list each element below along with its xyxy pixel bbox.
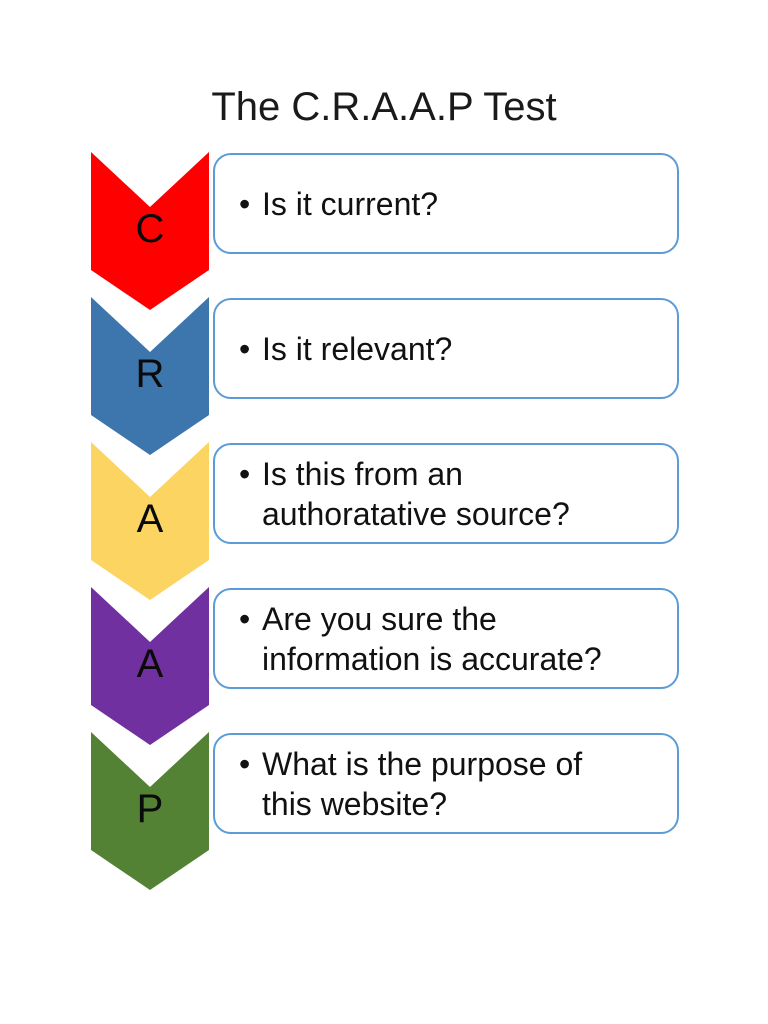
chevron-arrow-c: C	[91, 152, 209, 310]
question-line-1: What is the purpose of	[262, 745, 583, 782]
question-line-2: authoratative source?	[262, 495, 570, 532]
bullet-dot: •	[239, 185, 251, 222]
arrow-letter: P	[136, 786, 164, 831]
question-content: • Is it current?	[215, 184, 444, 224]
chevron-polygon	[91, 297, 209, 455]
question-line-1: Are you sure the	[262, 600, 497, 637]
question-content: • Is it relevant?	[215, 329, 458, 369]
chevron-shape	[91, 587, 209, 745]
question-text: Is it relevant?	[262, 329, 452, 369]
page-title: The C.R.A.A.P Test	[211, 85, 557, 129]
chevron-shape	[91, 732, 209, 890]
arrow-letter: A	[136, 641, 164, 686]
question-line-2: information is accurate?	[262, 640, 602, 677]
chevron-arrow-r: R	[91, 297, 209, 455]
chevron-arrow-a2: A	[91, 587, 209, 745]
question-box-current: • Is it current?	[213, 153, 679, 254]
chevron-polygon	[91, 587, 209, 745]
chevron-polygon	[91, 442, 209, 600]
question-box-accurate: • Are you sure the information is accura…	[213, 588, 679, 689]
question-box-purpose: • What is the purpose of this website?	[213, 733, 679, 834]
bullet-dot: •	[239, 330, 251, 367]
bullet-dot: •	[239, 745, 251, 782]
chevron-shape	[91, 152, 209, 310]
chevron-shape	[91, 442, 209, 600]
question-line-1: Is it current?	[262, 185, 439, 222]
question-text: Are you sure the information is accurate…	[262, 599, 602, 679]
question-content: • What is the purpose of this website?	[215, 744, 588, 824]
question-box-authoritative: • Is this from an authoratative source?	[213, 443, 679, 544]
question-line-1: Is this from an	[262, 455, 463, 492]
bullet-dot: •	[239, 455, 251, 492]
bullet-dot: •	[239, 600, 251, 637]
chevron-polygon	[91, 152, 209, 310]
question-content: • Are you sure the information is accura…	[215, 599, 608, 679]
question-text: Is this from an authoratative source?	[262, 454, 570, 534]
arrow-letter: C	[135, 206, 165, 251]
arrow-letter: R	[135, 351, 165, 396]
chevron-arrow-p: P	[91, 732, 209, 890]
chevron-shape	[91, 297, 209, 455]
chevron-polygon	[91, 732, 209, 890]
question-box-relevant: • Is it relevant?	[213, 298, 679, 399]
question-line-1: Is it relevant?	[262, 330, 453, 367]
question-content: • Is this from an authoratative source?	[215, 454, 576, 534]
question-text: Is it current?	[262, 184, 438, 224]
chevron-arrow-a1: A	[91, 442, 209, 600]
question-line-2: this website?	[262, 785, 447, 822]
arrow-letter: A	[136, 496, 164, 541]
question-text: What is the purpose of this website?	[262, 744, 582, 824]
